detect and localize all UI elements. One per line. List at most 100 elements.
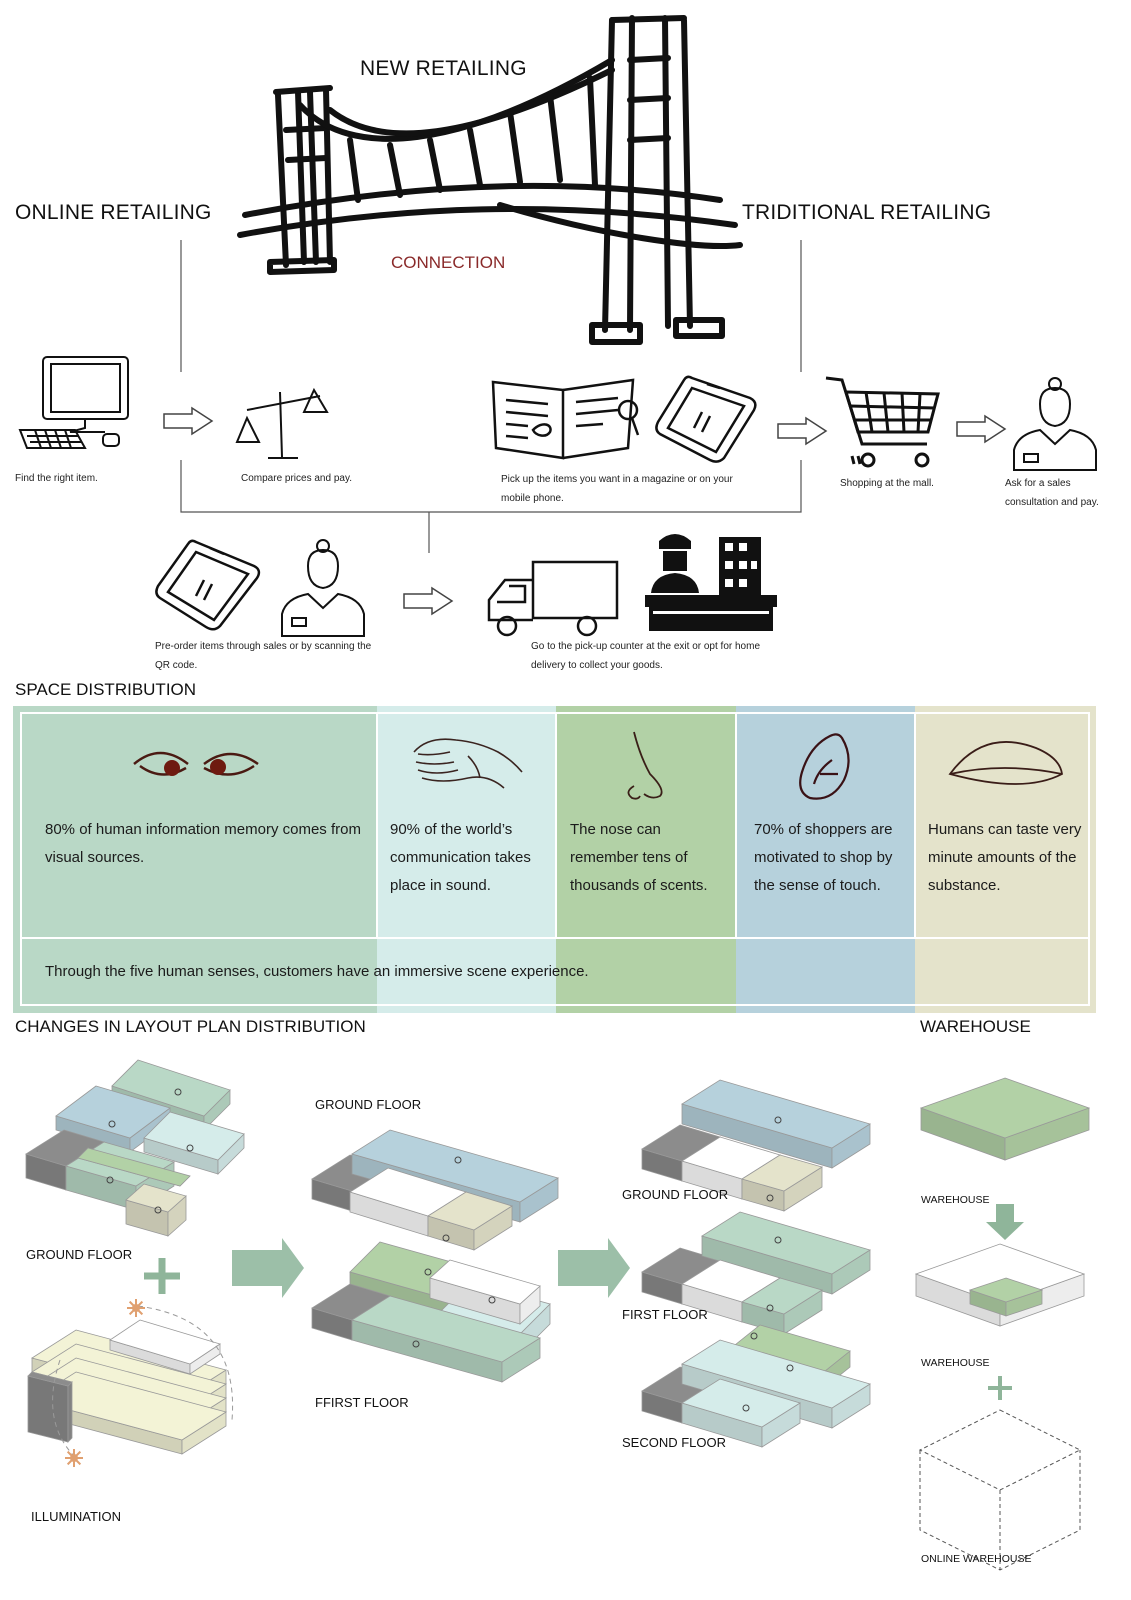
sense-glyph-icon xyxy=(186,1144,194,1152)
zone-sound xyxy=(681,1339,871,1409)
label-warehouse-2: WAREHOUSE xyxy=(921,1357,990,1369)
sense-glyph-icon xyxy=(442,1234,450,1242)
warehouse-block xyxy=(919,1077,1091,1139)
hand-icon xyxy=(413,738,523,789)
sense-glyph-icon xyxy=(106,1176,114,1184)
caption-find-item: Find the right item. xyxy=(15,473,98,484)
sense-glyph-icon xyxy=(424,1268,432,1276)
zone-touch xyxy=(681,1079,871,1149)
shopping-cart-icon xyxy=(825,376,940,468)
label-first-floor-3: FIRST FLOOR xyxy=(622,1307,708,1322)
label-connection: CONNECTION xyxy=(391,253,506,272)
sense-glyph-icon xyxy=(774,1236,782,1244)
online-warehouse-cube xyxy=(918,1409,1082,1491)
label-ground-floor-2: GROUND FLOOR xyxy=(315,1097,422,1112)
arrow-right-icon xyxy=(403,586,454,616)
sense-glyph-icon xyxy=(766,1194,774,1202)
sense-glyph-icon xyxy=(154,1206,162,1214)
zone-sound xyxy=(143,1111,245,1161)
light-path xyxy=(52,1359,75,1457)
label-traditional-retailing: TRIDITIONAL RETAILING xyxy=(742,201,992,224)
label-second-floor-3: SECOND FLOOR xyxy=(622,1435,727,1450)
zone-taste xyxy=(427,1191,513,1231)
sense-text-touch: 70% of shoppers are motivated to shop by… xyxy=(754,821,893,894)
sense-column xyxy=(556,706,736,1013)
online-warehouse-cube xyxy=(919,1450,1081,1571)
zone-smell-top xyxy=(77,1147,191,1187)
arrow-right-icon xyxy=(558,1238,630,1298)
light-path xyxy=(137,1305,234,1421)
phone-icon xyxy=(155,539,261,631)
sense-glyph-icon xyxy=(774,1116,782,1124)
sense-glyph-icon xyxy=(174,1088,182,1096)
sense-text-sight: 80% of human information memory comes fr… xyxy=(45,821,361,866)
bridge-icon xyxy=(237,15,743,345)
section-title-warehouse: WAREHOUSE xyxy=(920,1017,1031,1036)
illumination-core-side xyxy=(67,1381,73,1443)
zone-sight xyxy=(111,1059,231,1117)
leaf-icon xyxy=(948,741,1063,785)
illumination-roof xyxy=(109,1319,221,1365)
label-online-warehouse: ONLINE WAREHOUSE xyxy=(921,1553,1032,1565)
sense-column xyxy=(377,706,556,1013)
sense-glyph-icon xyxy=(786,1364,794,1372)
sense-column xyxy=(13,706,377,1013)
sun-icon xyxy=(70,1454,78,1462)
label-first-floor-2: FFIRST FLOOR xyxy=(315,1395,409,1410)
sense-summary: Through the five human senses, customers… xyxy=(45,963,589,980)
illumination-core xyxy=(27,1371,73,1387)
zone-corridor xyxy=(429,1259,541,1305)
caption-pick-up-items: Pick up the items you want in a magazine… xyxy=(501,474,733,504)
caption-shopping-mall: Shopping at the mall. xyxy=(840,478,934,489)
sense-glyph-icon xyxy=(766,1304,774,1312)
title-new-retailing: NEW RETAILING xyxy=(360,57,527,80)
zone-touch xyxy=(55,1085,171,1139)
zone-sight xyxy=(741,1277,823,1315)
sense-glyph-icon xyxy=(742,1404,750,1412)
sense-text-taste: Humans can taste very minute amounts of … xyxy=(928,821,1082,894)
delivery-truck-icon xyxy=(487,560,619,637)
sense-text-sound: 90% of the world’s communication takes p… xyxy=(390,821,531,894)
sales-assistant-icon xyxy=(1013,377,1097,471)
arrow-right-icon xyxy=(163,406,214,436)
senses-panel xyxy=(13,706,1096,1013)
section-title-layout-changes: CHANGES IN LAYOUT PLAN DISTRIBUTION xyxy=(15,1017,366,1036)
caption-pickup-counter: Go to the pick-up counter at the exit or… xyxy=(531,641,761,671)
zone-sound xyxy=(681,1378,801,1428)
arrow-right-icon xyxy=(956,414,1007,444)
warehouse-core xyxy=(968,1277,1044,1303)
sense-glyph-icon xyxy=(108,1120,116,1128)
arrow-right-icon xyxy=(777,416,828,446)
sun-icon xyxy=(132,1304,140,1312)
sense-text-smell: The nose can remember tens of thousands … xyxy=(570,821,708,894)
label-online-retailing: ONLINE RETAILING xyxy=(15,201,212,224)
zone-touch xyxy=(351,1129,559,1203)
sense-glyph-icon xyxy=(454,1156,462,1164)
label-illumination: ILLUMINATION xyxy=(31,1509,122,1524)
plus-icon xyxy=(988,1376,1012,1400)
label-warehouse-1: WAREHOUSE xyxy=(921,1194,990,1206)
connector-lines xyxy=(180,240,802,553)
sales-assistant-icon xyxy=(281,539,365,637)
sense-glyph-icon xyxy=(488,1296,496,1304)
eyes-icon xyxy=(133,751,259,776)
arrow-right-icon xyxy=(232,1238,304,1298)
zone-taste xyxy=(125,1183,187,1213)
sense-glyph-icon xyxy=(750,1332,758,1340)
magazine-icon xyxy=(491,378,640,460)
phone-icon xyxy=(655,375,757,463)
caption-compare-prices: Compare prices and pay. xyxy=(241,473,352,484)
illumination-core-side xyxy=(27,1375,69,1443)
zone-sight xyxy=(351,1295,541,1363)
zone-taste xyxy=(741,1154,823,1192)
ear-icon xyxy=(799,733,850,800)
label-ground-floor-3: GROUND FLOOR xyxy=(622,1187,729,1202)
nose-icon xyxy=(627,731,663,800)
scale-icon xyxy=(235,387,329,459)
caption-sales-consultation: Ask for a sales consultation and pay. xyxy=(1005,478,1099,508)
sense-glyph-icon xyxy=(412,1340,420,1348)
section-title-space-distribution: SPACE DISTRIBUTION xyxy=(15,680,197,699)
zone-sight xyxy=(701,1211,871,1275)
sense-column xyxy=(736,706,915,1013)
label-ground-floor-1: GROUND FLOOR xyxy=(26,1247,133,1262)
